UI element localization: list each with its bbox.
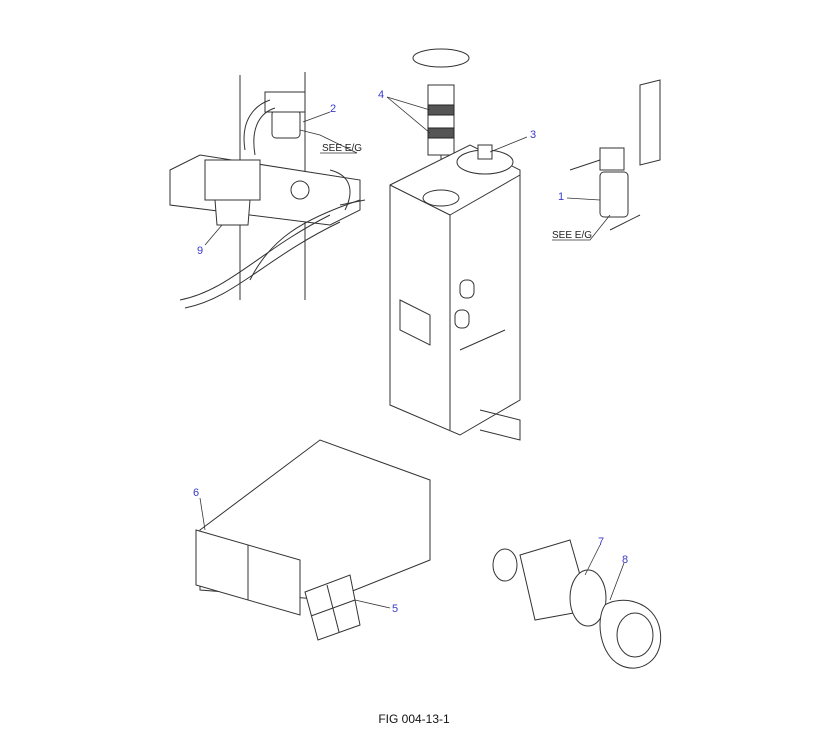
callout-2[interactable]: 2 — [330, 103, 336, 115]
callout-8[interactable]: 8 — [622, 554, 628, 566]
callout-7[interactable]: 7 — [598, 536, 604, 548]
engine-air-cleaner — [492, 539, 662, 669]
figure-caption: FIG 004-13-1 — [378, 712, 450, 726]
return-filter — [569, 79, 661, 231]
callout-5[interactable]: 5 — [392, 603, 398, 615]
leader-lines — [199, 96, 625, 609]
callout-4[interactable]: 4 — [378, 89, 384, 101]
callout-9[interactable]: 9 — [197, 245, 203, 257]
fuel-filter-assembly — [169, 72, 366, 309]
callout-3[interactable]: 3 — [530, 129, 536, 141]
see-eg-reference-right: SEE E/G — [552, 230, 592, 241]
hydraulic-tank — [389, 48, 521, 441]
cab-air-filter — [195, 439, 431, 641]
callout-1[interactable]: 1 — [558, 191, 564, 203]
callout-6[interactable]: 6 — [193, 487, 199, 499]
see-eg-reference-upper: SEE E/G — [322, 143, 362, 154]
